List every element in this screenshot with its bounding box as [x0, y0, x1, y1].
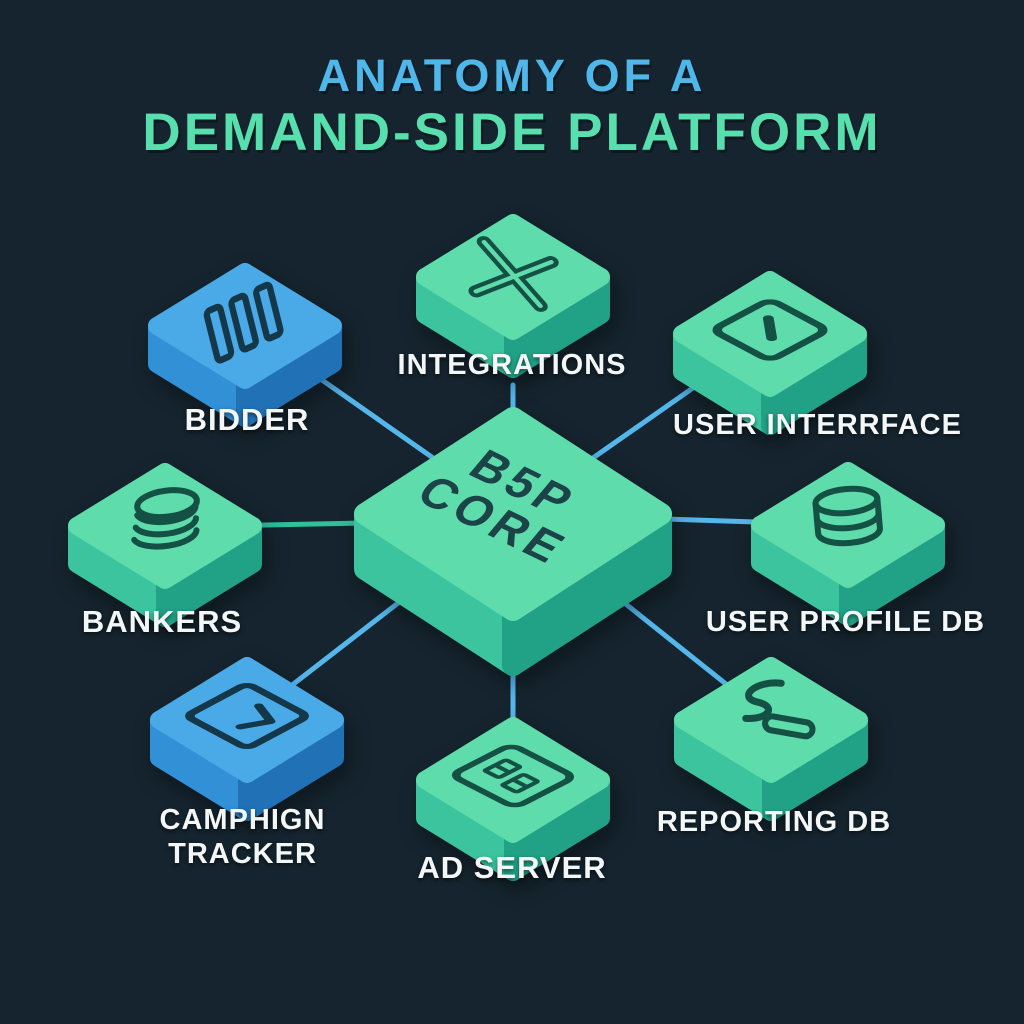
diagram-title-line2: DEMAND-SIDE PLATFORM — [142, 103, 882, 162]
report-squiggle-icon — [742, 679, 816, 740]
node-bankers — [65, 462, 265, 642]
node-user-profile-db — [748, 461, 948, 641]
node-ad-server — [413, 716, 613, 896]
database-icon — [812, 485, 883, 547]
window-slash-icon — [712, 299, 828, 361]
label-user-profile-db: USER PROFILE DB — [705, 606, 986, 638]
label-bidder: BIDDER — [184, 402, 310, 437]
ad-badge-icon — [451, 744, 575, 808]
label-integrations: INTEGRATIONS — [397, 349, 627, 381]
diagram-title-line1: ANATOMY OF A — [317, 50, 707, 101]
cross-icon — [468, 236, 559, 312]
label-bankers: BANKERS — [81, 604, 243, 639]
slanted-bars-icon — [203, 281, 284, 364]
coin-stack-icon — [131, 487, 200, 550]
label-reporting-db: REPORTING DB — [656, 806, 892, 838]
label-user-interface: USER INTERRFACE — [673, 409, 962, 441]
node-integrations — [413, 213, 613, 393]
frame-bracket-icon — [185, 682, 309, 750]
node-bidder — [145, 262, 345, 442]
node-user-interface — [670, 270, 870, 450]
label-ad-server: AD SERVER — [417, 850, 607, 885]
node-reporting-db — [671, 656, 871, 836]
node-campaign-tracker — [147, 656, 347, 836]
node-dsp-core: B5P CORE — [353, 404, 673, 694]
core-block-graphic: B5P CORE — [354, 407, 672, 676]
label-campaign-tracker: CAMPHIGN TRACKER — [159, 804, 326, 870]
